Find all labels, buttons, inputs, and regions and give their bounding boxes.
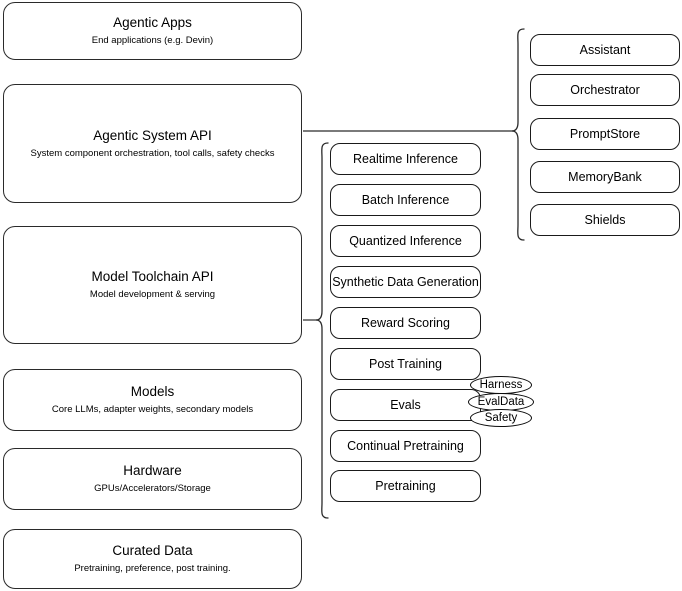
layer-subtitle: Pretraining, preference, post training. (74, 563, 231, 574)
toolchain-item-quantized-inference[interactable]: Quantized Inference (330, 225, 481, 257)
toolchain-item-label: Continual Pretraining (347, 439, 464, 453)
agentic-component-label: Orchestrator (570, 83, 640, 97)
toolchain-item-label: Realtime Inference (353, 152, 458, 166)
toolchain-item-label: Evals (390, 398, 421, 412)
layer-subtitle: End applications (e.g. Devin) (91, 35, 214, 46)
eval-badge-safety[interactable]: Safety (470, 409, 532, 427)
agentic-component-label: Shields (584, 213, 626, 227)
toolchain-item-batch-inference[interactable]: Batch Inference (330, 184, 481, 216)
stack-layer-model-toolchain-api[interactable]: Model Toolchain API Model development & … (3, 226, 302, 344)
eval-badge-harness[interactable]: Harness (470, 376, 532, 394)
stack-layer-curated-data[interactable]: Curated Data Pretraining, preference, po… (3, 529, 302, 589)
toolchain-item-reward-scoring[interactable]: Reward Scoring (330, 307, 481, 339)
eval-badge-label: Harness (479, 379, 523, 391)
stack-layer-models[interactable]: Models Core LLMs, adapter weights, secon… (3, 369, 302, 431)
agentic-component-label: Assistant (579, 43, 631, 57)
layer-title: Hardware (123, 463, 182, 478)
layer-title: Curated Data (112, 543, 193, 558)
stack-layer-hardware[interactable]: Hardware GPUs/Accelerators/Storage (3, 448, 302, 510)
toolchain-item-label: Synthetic Data Generation (332, 275, 479, 289)
agentic-component-promptstore[interactable]: PromptStore (530, 118, 680, 150)
layer-subtitle: Core LLMs, adapter weights, secondary mo… (51, 404, 254, 415)
toolchain-item-evals[interactable]: Evals (330, 389, 481, 421)
eval-badge-label: Safety (484, 412, 518, 424)
layer-title: Models (130, 384, 175, 399)
layer-subtitle: GPUs/Accelerators/Storage (94, 483, 211, 494)
toolchain-item-label: Batch Inference (361, 193, 450, 207)
layer-subtitle: System component orchestration, tool cal… (30, 147, 275, 159)
agentic-component-label: MemoryBank (568, 170, 642, 184)
toolchain-item-label: Quantized Inference (349, 234, 462, 248)
layer-subtitle: Model development & serving (89, 289, 216, 300)
toolchain-item-label: Pretraining (375, 479, 436, 493)
toolchain-item-post-training[interactable]: Post Training (330, 348, 481, 380)
toolchain-item-label: Reward Scoring (361, 316, 450, 330)
stack-layer-agentic-system-api[interactable]: Agentic System API System component orch… (3, 84, 302, 203)
toolchain-item-continual-pretraining[interactable]: Continual Pretraining (330, 430, 481, 462)
toolchain-item-pretraining[interactable]: Pretraining (330, 470, 481, 502)
toolchain-item-label: Post Training (369, 357, 442, 371)
toolchain-item-realtime-inference[interactable]: Realtime Inference (330, 143, 481, 175)
toolchain-item-synthetic-data-generation[interactable]: Synthetic Data Generation (330, 266, 481, 298)
agentic-component-memorybank[interactable]: MemoryBank (530, 161, 680, 193)
eval-badge-label: EvalData (477, 396, 525, 408)
layer-title: Agentic Apps (113, 15, 192, 30)
agentic-component-shields[interactable]: Shields (530, 204, 680, 236)
stack-layer-agentic-apps[interactable]: Agentic Apps End applications (e.g. Devi… (3, 2, 302, 60)
agentic-component-orchestrator[interactable]: Orchestrator (530, 74, 680, 106)
agentic-component-assistant[interactable]: Assistant (530, 34, 680, 66)
layer-title: Agentic System API (93, 127, 212, 143)
agentic-component-label: PromptStore (569, 127, 641, 141)
layer-title: Model Toolchain API (91, 269, 214, 284)
